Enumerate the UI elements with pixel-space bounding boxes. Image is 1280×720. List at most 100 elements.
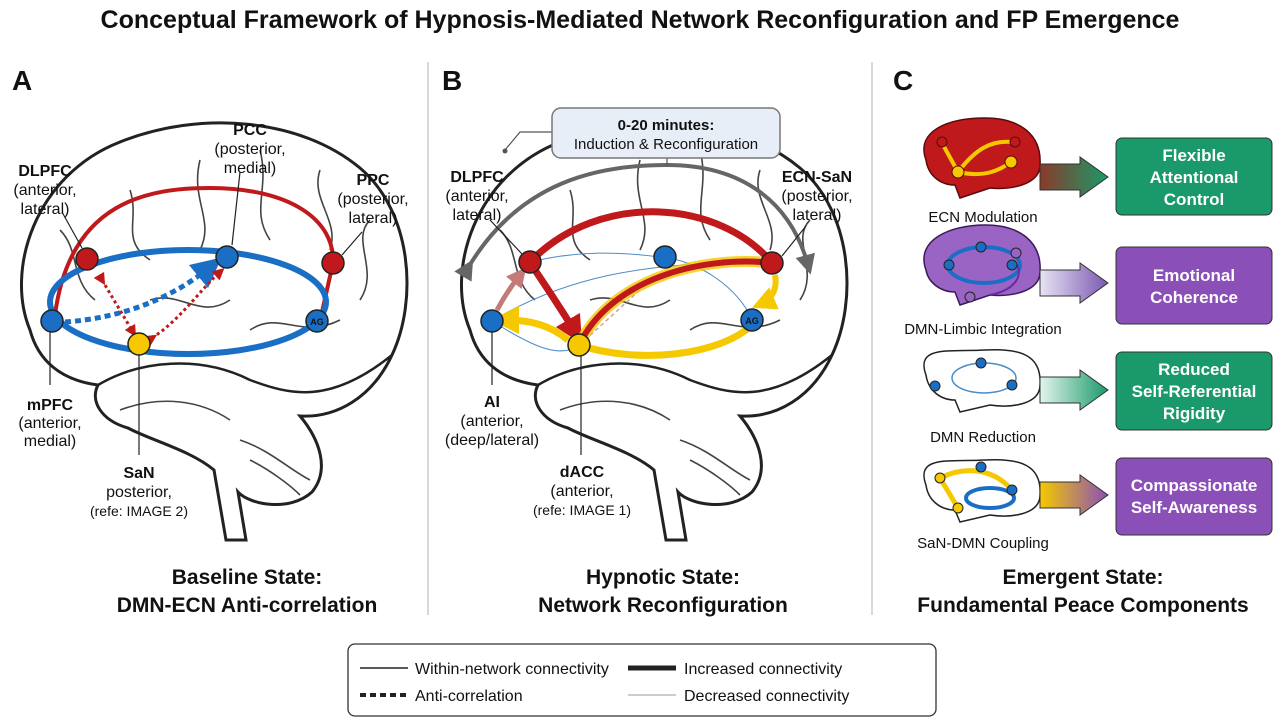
outcome-text: Coherence xyxy=(1150,288,1238,307)
outcome-text: Rigidity xyxy=(1163,404,1226,423)
label-pcc-sub2: medial) xyxy=(224,160,276,177)
node-san xyxy=(127,332,151,356)
brain-icon-dmn-limbic xyxy=(923,224,1041,306)
node-pcc xyxy=(653,245,677,269)
label-dlpfc-sub2: lateral) xyxy=(453,207,502,224)
outcome-text: Self-Awareness xyxy=(1131,498,1257,517)
label-ecn-san: ECN-SaN xyxy=(782,169,852,186)
arrow-icon xyxy=(1039,369,1109,411)
outcome-text: Reduced xyxy=(1158,360,1230,379)
row-san-dmn-coupling: SaN-DMN Coupling Compassionate Self-Awar… xyxy=(917,457,1273,552)
legend-anti: Anti-correlation xyxy=(415,688,523,705)
label-dacc: dACC xyxy=(560,464,605,481)
node-ag xyxy=(740,308,764,332)
legend-box xyxy=(347,643,937,717)
node-mpfc xyxy=(40,309,64,333)
label-mpfc-sub: (anterior, xyxy=(18,415,81,432)
label-san-sub: posterior, xyxy=(106,484,172,501)
dacc-ecn-arc xyxy=(576,258,773,347)
label-ecn-san-sub: (posterior, xyxy=(781,188,852,205)
brain-icon-ecn xyxy=(923,117,1041,199)
dlpfc-dacc-arrow xyxy=(532,268,583,345)
row-ecn-modulation: ECN Modulation Flexible Attentional Cont… xyxy=(923,117,1273,226)
outcome-text: Attentional xyxy=(1150,168,1239,187)
brain-label: DMN Reduction xyxy=(930,429,1036,446)
anti-correlation-red-1 xyxy=(93,271,137,338)
anti-correlation-blue xyxy=(64,257,222,325)
anti-correlation-red-2 xyxy=(143,267,225,347)
panel-b-caption: Hypnotic State: xyxy=(586,566,740,589)
outcome-box xyxy=(1115,137,1273,216)
label-ecn-san-sub2: lateral) xyxy=(793,207,842,224)
ai-dlpfc-arrow xyxy=(494,267,527,312)
panel-b: B 0-20 minutes: Induction & Reconfigurat… xyxy=(442,65,853,617)
panel-c: C ECN Modulation Flexible Attentional Co… xyxy=(893,65,1273,617)
label-dacc-sub2: (refe: IMAGE 1) xyxy=(533,502,631,518)
outcome-box xyxy=(1115,457,1273,536)
outcome-text: Self-Referential xyxy=(1132,382,1257,401)
label-dlpfc-sub: (anterior, xyxy=(445,188,508,205)
panel-a-caption-2: DMN-ECN Anti-correlation xyxy=(117,594,378,617)
label-ai: AI xyxy=(484,394,500,411)
legend: Within-network connectivity Anti-correla… xyxy=(347,643,937,717)
node-ai xyxy=(480,309,504,333)
node-dlpfc xyxy=(75,247,99,271)
panel-a-caption: Baseline State: xyxy=(172,566,323,589)
node-dacc xyxy=(567,333,591,357)
label-san: SaN xyxy=(123,465,154,482)
row-dmn-limbic: DMN-Limbic Integration Emotional Coheren… xyxy=(904,224,1273,338)
label-ai-sub: (anterior, xyxy=(460,413,523,430)
brain-label: DMN-Limbic Integration xyxy=(904,321,1062,338)
panel-b-letter: B xyxy=(442,65,462,96)
label-dlpfc-sub2: lateral) xyxy=(21,201,70,218)
legend-within: Within-network connectivity xyxy=(415,661,609,678)
timebox xyxy=(551,107,781,159)
label-san-sub2: (refe: IMAGE 2) xyxy=(90,503,188,519)
brain-label: SaN-DMN Coupling xyxy=(917,535,1049,552)
panel-c-caption: Emergent State: xyxy=(1002,566,1163,589)
ecn-ag-arrow xyxy=(751,274,779,310)
label-ppc-sub2: lateral) xyxy=(349,210,398,227)
dacc-ag-link xyxy=(577,322,755,359)
outcome-text: Control xyxy=(1164,190,1224,209)
arrow-icon xyxy=(1039,156,1109,198)
label-pcc-sub: (posterior, xyxy=(214,141,285,158)
ag-label: AG xyxy=(310,317,324,327)
outcome-box xyxy=(1115,351,1273,431)
brain-label: ECN Modulation xyxy=(928,209,1037,226)
timebox-subtitle: Induction & Reconfiguration xyxy=(574,136,758,153)
panel-c-caption-2: Fundamental Peace Components xyxy=(917,594,1248,617)
outcome-text: Emotional xyxy=(1153,266,1235,285)
label-mpfc-sub2: medial) xyxy=(24,433,76,450)
outcome-text: Flexible xyxy=(1162,146,1225,165)
label-mpfc: mPFC xyxy=(27,397,74,414)
ag-label: AG xyxy=(745,316,759,326)
node-ecn-san xyxy=(760,251,784,275)
node-dlpfc xyxy=(518,250,542,274)
label-ai-sub2: (deep/lateral) xyxy=(445,432,539,449)
row-dmn-reduction: DMN Reduction Reduced Self-Referential R… xyxy=(923,348,1273,446)
panel-c-letter: C xyxy=(893,65,913,96)
label-dacc-sub: (anterior, xyxy=(550,483,613,500)
timebox-title: 0-20 minutes: xyxy=(618,117,715,134)
node-ppc xyxy=(321,251,345,275)
node-pcc xyxy=(215,245,239,269)
ecn-increased-arc xyxy=(527,208,775,266)
legend-increased: Increased connectivity xyxy=(684,661,842,678)
label-ppc-sub: (posterior, xyxy=(337,191,408,208)
label-pcc: PCC xyxy=(233,122,267,139)
ecn-arc xyxy=(53,185,336,316)
panel-b-caption-2: Network Reconfiguration xyxy=(538,594,788,617)
outcome-text: Compassionate xyxy=(1131,476,1258,495)
dmn-loop xyxy=(47,247,329,357)
legend-decreased: Decreased connectivity xyxy=(684,688,849,705)
panel-a-letter: A xyxy=(12,65,32,96)
label-dlpfc: DLPFC xyxy=(18,163,72,180)
panel-a: A AG DLPFC (anterior, lateral) PCC (post… xyxy=(12,65,409,617)
dacc-ai-arrow xyxy=(491,306,571,343)
label-dlpfc: DLPFC xyxy=(450,169,504,186)
decreased-link xyxy=(584,289,641,341)
node-ag xyxy=(305,309,329,333)
arrow-icon xyxy=(1039,474,1109,516)
